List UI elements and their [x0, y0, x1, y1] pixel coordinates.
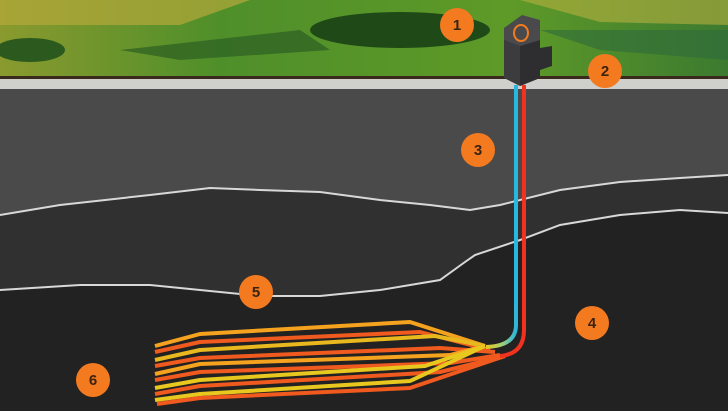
layer-boundary-upper	[0, 174, 728, 216]
marker-5: 5	[239, 275, 273, 309]
lateral-well	[156, 354, 506, 406]
lateral-well	[154, 320, 486, 348]
marker-label: 3	[474, 142, 482, 159]
marker-label: 1	[453, 17, 461, 34]
layer-boundary-lower	[0, 208, 728, 297]
marker-label: 2	[601, 63, 609, 80]
surface-field	[0, 0, 728, 78]
lateral-wells	[154, 320, 506, 406]
lateral-well	[154, 353, 501, 382]
lateral-well	[154, 344, 486, 402]
production-well	[499, 85, 526, 358]
marker-1: 1	[440, 8, 474, 42]
trees	[0, 38, 65, 62]
plant-ring-icon	[513, 24, 529, 42]
topsoil-line	[0, 76, 728, 79]
lateral-well	[154, 344, 486, 390]
injection-well	[485, 85, 518, 349]
marker-label: 4	[588, 315, 597, 332]
lateral-well	[154, 334, 486, 362]
lateral-well	[154, 354, 506, 396]
marker-2: 2	[588, 54, 622, 88]
injection-well-upper	[514, 85, 518, 305]
marker-6: 6	[76, 363, 110, 397]
marker-4: 4	[575, 306, 609, 340]
marker-3: 3	[461, 133, 495, 167]
marker-label: 6	[89, 372, 97, 389]
power-plant	[504, 15, 552, 86]
marker-label: 5	[252, 284, 260, 301]
surface-layer	[0, 79, 728, 89]
